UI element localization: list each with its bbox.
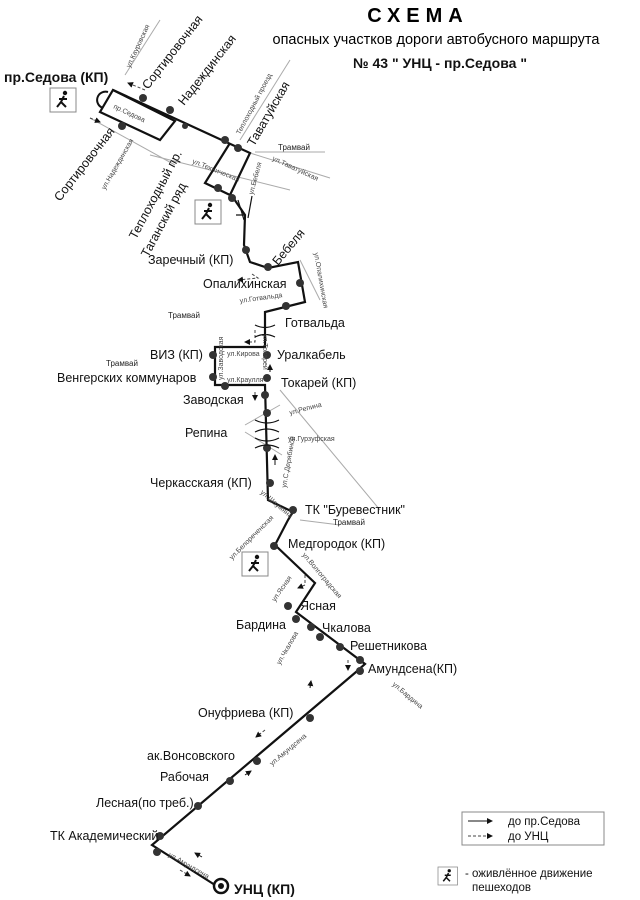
tram-4-label: Трамвай [333,518,365,527]
zavodskaya-label: ул.Заводская [218,336,225,380]
stop-label: Чкалова [322,621,371,635]
tram-2-label: Трамвай [168,311,200,320]
legend-pedestrians: - оживлённое движение [465,868,593,880]
stop-label: пр.Седова (КП) [4,69,108,85]
solid-direction-arrows [194,364,314,859]
stop-label: Бебеля [270,226,308,268]
pedestrian-icon [437,866,459,886]
chkalova-label: ул.Чкалова [276,631,300,666]
gotvalda-label: ул.Готвальда [239,292,283,305]
amundsena-2-label: ул.Амундсена [167,852,210,881]
stop-label: Уралкабель [277,348,346,362]
tram-3-label: Трамвай [106,359,138,368]
stop-label: ТК Академический [50,829,158,843]
stop-label: Заводская [183,393,244,407]
stop-label: Ясная [300,599,336,613]
stop-label: Готвальда [285,316,345,330]
opalikhinskaya-label: ул.Опалихинская [312,252,329,309]
pedestrian-icon [194,199,222,225]
tekhnicheskaya-label: ул.Техническая [191,158,240,183]
stop-markers [118,94,364,895]
title: СХЕМА [367,5,468,27]
kraulya-label: ул.Краулля [227,377,264,384]
legend-to-sedova: до пр.Седова [508,816,581,828]
stop-label: Рабочая [160,770,209,784]
subtitle: опасных участков дороги автобусного марш… [273,32,601,48]
stop-label: Черкасскаяя (КП) [150,476,252,490]
stop-label: Медгородок (КП) [288,537,385,551]
stop-label: Репина [185,426,227,440]
legend-pedestrians-2: пешеходов [472,882,531,894]
stop-label: Токарей (КП) [281,376,356,390]
stop-label: Венгерских коммунаров [57,371,197,385]
stop-label: ВИЗ (КП) [150,348,203,362]
stop-label: Бардина [236,618,286,632]
stop-label: Амундсена(КП) [368,662,457,676]
legend-to-unc: до УНЦ [508,831,549,843]
stop-label: Лесная(по треб.) [96,796,194,810]
tram-crossings [236,195,280,449]
stop-label: УНЦ (КП) [234,881,295,897]
dashed-direction-arrows [89,82,351,877]
stop-label: Опалихинская [203,277,287,291]
kirova-label: ул.Кирова [227,351,260,358]
stop-label: Заречный (КП) [148,253,233,267]
route-number: № 43 " УНЦ - пр.Седова " [353,55,527,71]
gurzufskaya-label: ул.Гурзуфская [288,436,335,443]
bebelya-label: ул.Бебеля [247,161,263,195]
repina-label: ул.Репина [289,402,323,417]
kaurovskaya-label: ул.Кауровская [125,24,151,69]
amundsena-1-label: ул.Амундсена [269,733,308,768]
deryabinoy-label: ул.С.Дерябиной [280,435,297,488]
stop-label: Сортировочная [51,125,117,204]
legend: до пр.Седова до УНЦ - оживлённое движени… [437,811,605,894]
stop-label: Решетникова [350,639,427,653]
streets [89,19,381,526]
tram-1-label: Трамвай [278,143,310,152]
bardina-label: ул.Бардина [391,681,424,710]
pedestrian-icon [49,87,77,113]
pedestrian-icon [241,551,269,577]
yasnaya-label: ул.Ясная [271,575,294,603]
shaumyana-label: ул.Шаумяна [259,489,294,520]
tokarey-label: ул.Токарей [261,334,269,370]
tavatuyskaya-label: ул.Таватуйская [271,155,320,183]
stop-label: ак.Вонсовского [147,749,235,763]
stop-label: ТК "Буревестник" [305,503,405,517]
stop-label: Онуфриева (КП) [198,706,293,720]
